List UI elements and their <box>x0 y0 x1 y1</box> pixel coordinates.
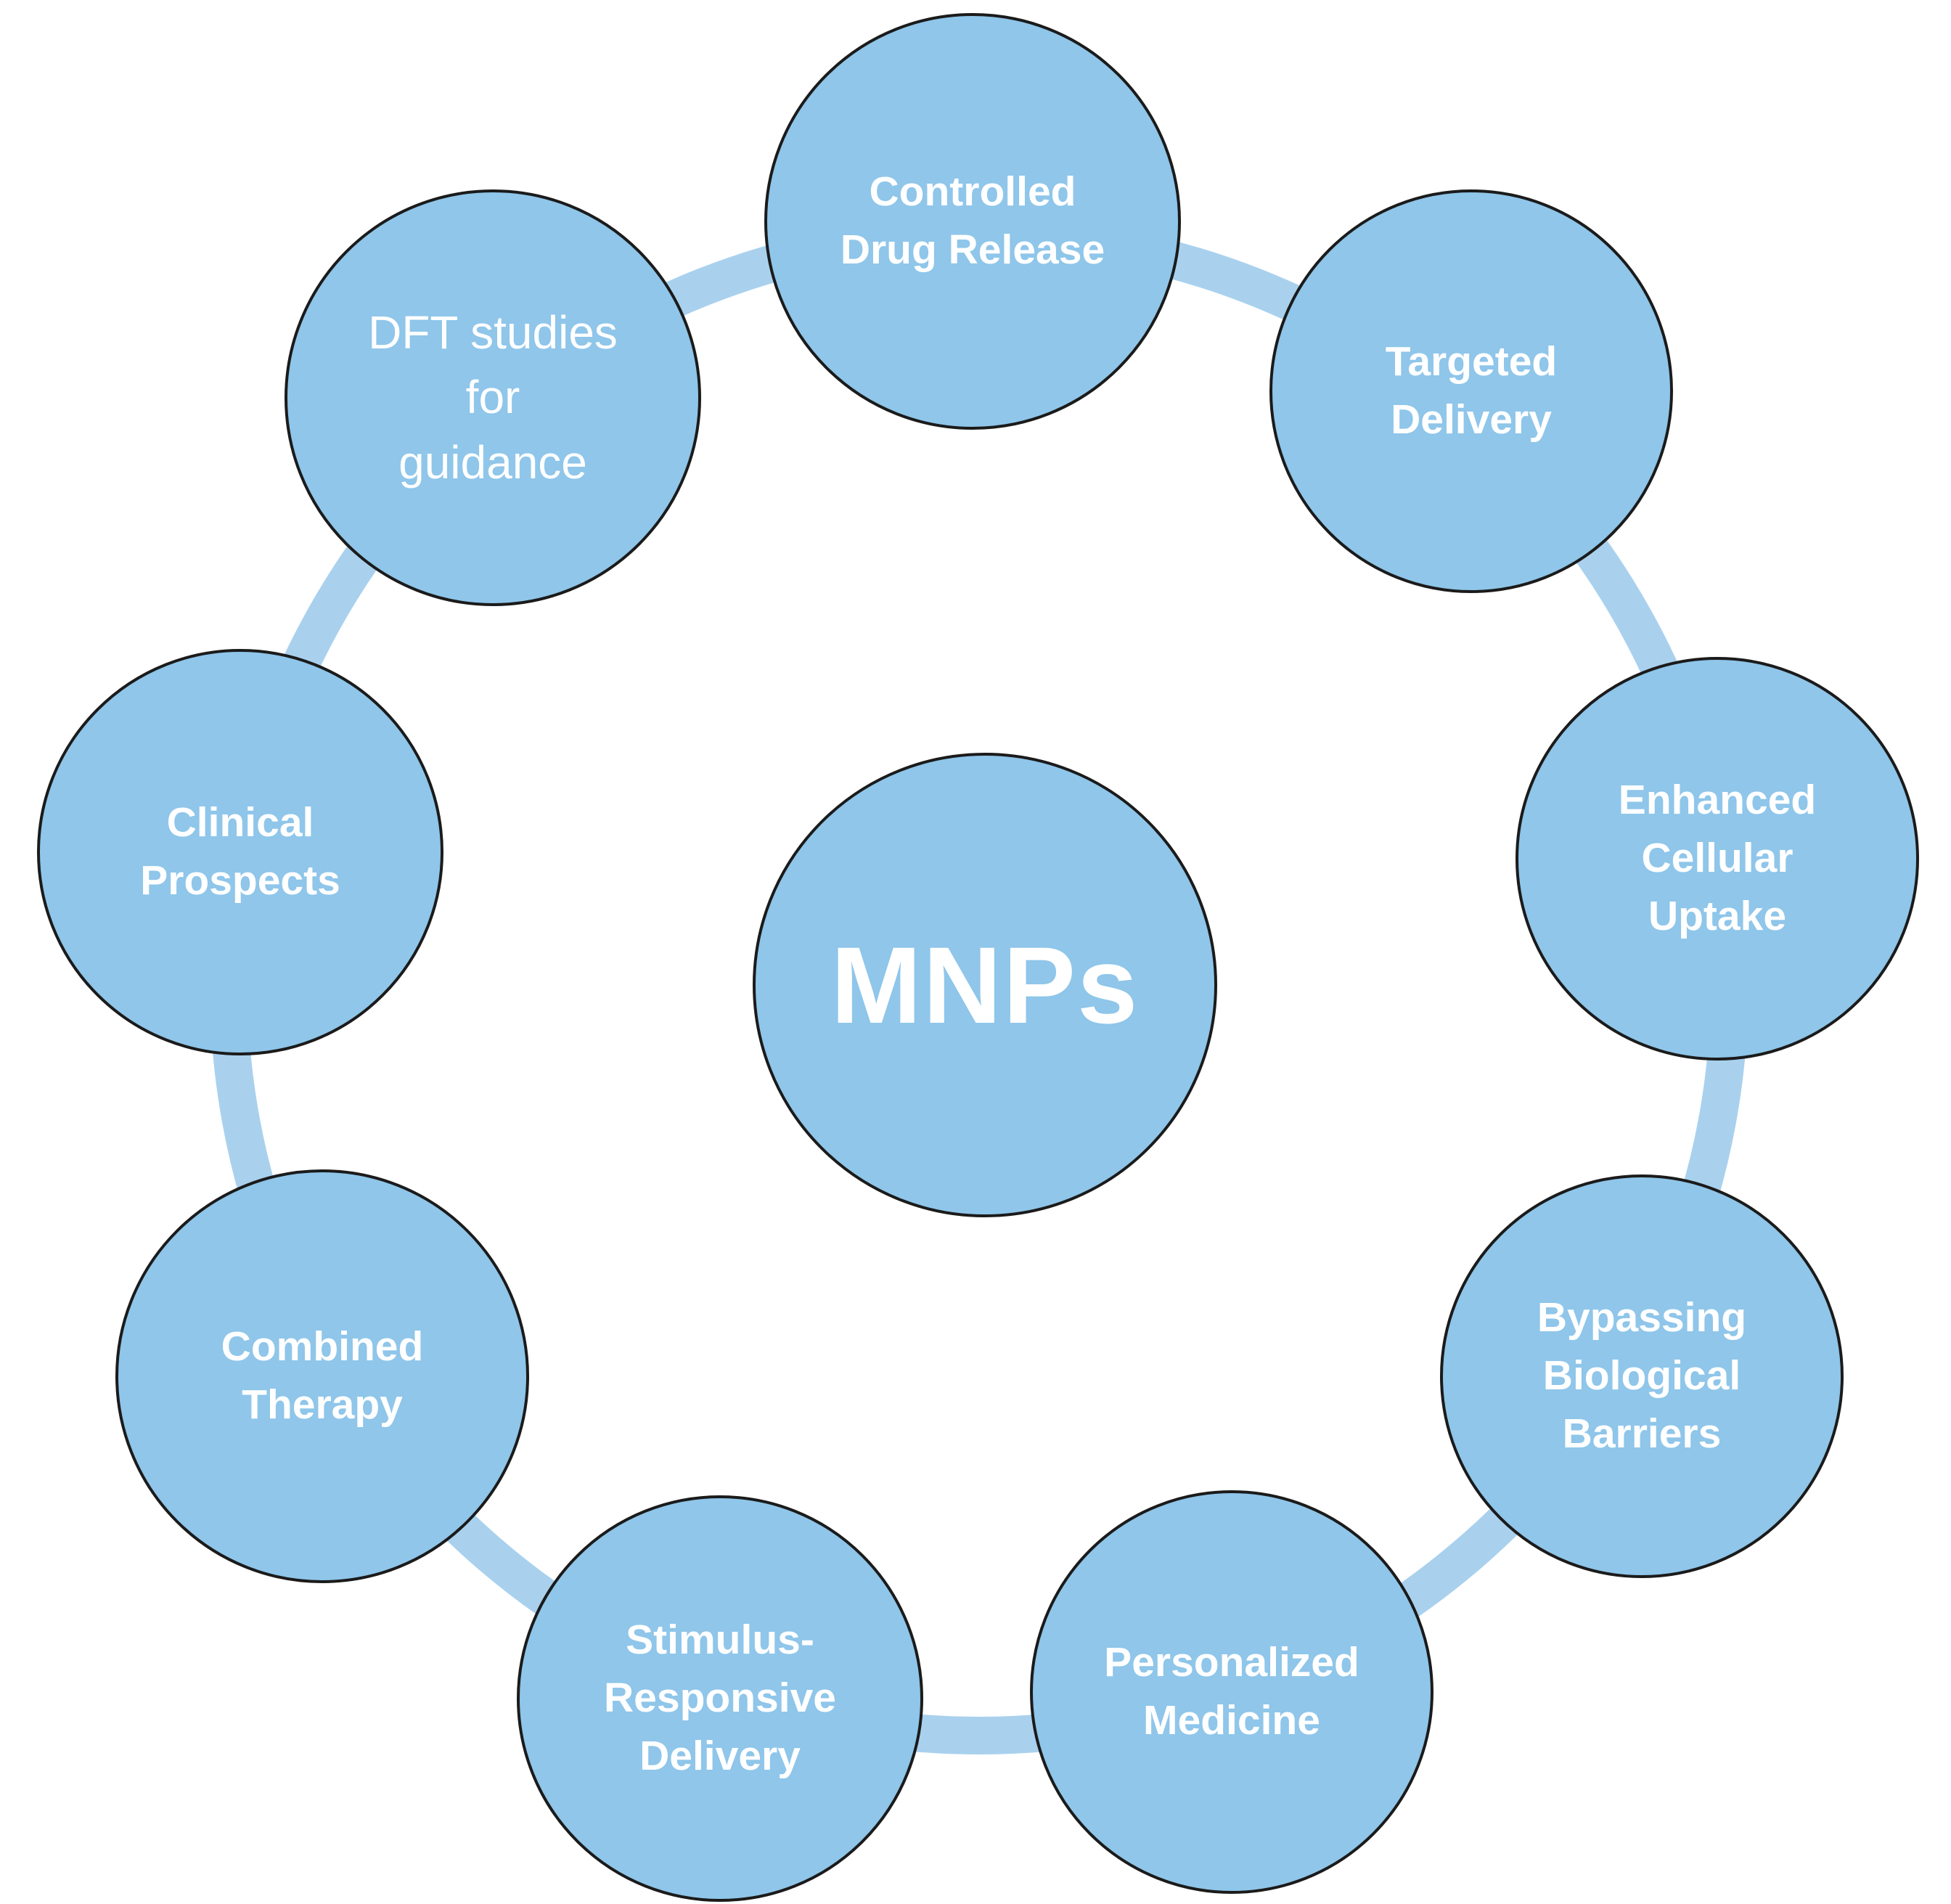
node-controlled-drug-release: Controlled Drug Release <box>764 13 1181 430</box>
node-clinical-prospects: Clinical Prospects <box>37 649 443 1055</box>
node-dft-studies-for-guidance: DFT studies for guidance <box>285 189 701 606</box>
center-node-mnps: MNPs <box>753 753 1217 1217</box>
node-personalized-medicine: Personalized Medicine <box>1030 1490 1433 1894</box>
node-targeted-delivery: Targeted Delivery <box>1269 189 1673 593</box>
node-enhanced-cellular-uptake: Enhanced Cellular Uptake <box>1516 657 1919 1061</box>
node-combined-therapy: Combined Therapy <box>115 1169 529 1583</box>
node-stimulus-responsive-delivery: Stimulus- Responsive Delivery <box>517 1495 923 1902</box>
node-bypassing-biological-barriers: Bypassing Biological Barriers <box>1440 1174 1844 1578</box>
